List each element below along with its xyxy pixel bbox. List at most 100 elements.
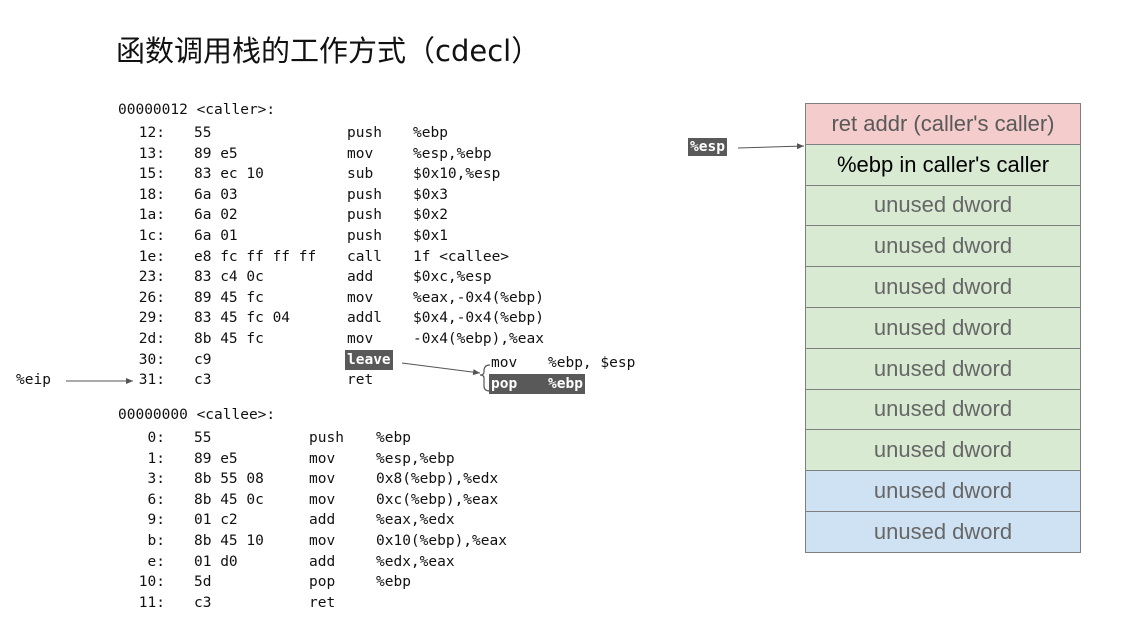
asm-bytes: 5d bbox=[194, 574, 212, 591]
asm-addr: 9: bbox=[147, 512, 165, 529]
asm-addr: 12: bbox=[138, 125, 165, 141]
asm-line: b: 8b 45 10 mov 0x10(%ebp),%eax bbox=[0, 531, 660, 551]
asm-op: mov bbox=[347, 289, 374, 306]
asm-addr: 23: bbox=[138, 269, 165, 286]
asm-op: ret bbox=[347, 372, 374, 389]
asm-line: 31: c3 ret bbox=[0, 370, 660, 390]
asm-op: push bbox=[347, 186, 382, 203]
stack-cell-unused: unused dword bbox=[805, 389, 1081, 431]
leave-expansion-args: %ebp bbox=[548, 376, 583, 392]
asm-addr: 2d: bbox=[138, 331, 165, 347]
asm-bytes: 8b 55 08 bbox=[194, 471, 264, 488]
asm-bytes: 8b 45 10 bbox=[194, 533, 264, 549]
asm-bytes: 55 bbox=[194, 125, 212, 141]
asm-args: %ebp bbox=[376, 574, 411, 591]
asm-args: %esp,%ebp bbox=[413, 145, 492, 162]
asm-op: push bbox=[347, 207, 382, 224]
asm-op: push bbox=[347, 228, 382, 244]
asm-args: $0x10,%esp bbox=[413, 166, 501, 183]
stack-cell-unused: unused dword bbox=[805, 185, 1081, 227]
asm-addr: 13: bbox=[138, 145, 165, 162]
asm-op: mov bbox=[309, 491, 336, 508]
asm-bytes: c3 bbox=[194, 372, 212, 389]
leave-expansion-op: pop bbox=[491, 376, 518, 392]
stack-cell-unused: unused dword bbox=[805, 348, 1081, 390]
asm-bytes: 8b 45 fc bbox=[194, 331, 264, 347]
asm-bytes: 01 d0 bbox=[194, 553, 238, 570]
asm-op: mov bbox=[347, 145, 374, 162]
asm-bytes: 6a 03 bbox=[194, 186, 238, 203]
caller-header: 00000012 <caller>: bbox=[118, 102, 276, 118]
page-title: 函数调用栈的工作方式（cdecl） bbox=[116, 34, 541, 68]
callee-header: 00000000 <callee>: bbox=[118, 407, 276, 423]
asm-bytes: 6a 01 bbox=[194, 228, 238, 244]
asm-args: 0xc(%ebp),%eax bbox=[376, 491, 499, 508]
asm-args: $0x4,-0x4(%ebp) bbox=[413, 310, 544, 327]
asm-line: 9: 01 c2 add %eax,%edx bbox=[0, 510, 660, 530]
asm-op: pop bbox=[309, 574, 336, 591]
stack-cell-unused: unused dword bbox=[805, 267, 1081, 308]
asm-op: push bbox=[347, 125, 382, 141]
asm-addr: b: bbox=[147, 533, 165, 549]
stack-cell-unused: unused dword bbox=[805, 471, 1081, 512]
asm-bytes: 89 e5 bbox=[194, 450, 238, 467]
leave-expansion-op: mov bbox=[491, 355, 518, 371]
asm-args: %ebp bbox=[413, 125, 448, 141]
leave-expansion-line: pop %ebp bbox=[489, 374, 585, 394]
asm-addr: e: bbox=[147, 553, 165, 570]
asm-addr: 29: bbox=[138, 310, 165, 327]
asm-addr: 1e: bbox=[138, 248, 165, 265]
asm-args: $0x1 bbox=[413, 228, 448, 244]
esp-pointer-label: %esp bbox=[688, 138, 727, 156]
stack-cell-saved-ebp: %ebp in caller's caller bbox=[805, 144, 1081, 186]
asm-line: 26: 89 45 fc mov %eax,-0x4(%ebp) bbox=[0, 288, 660, 308]
asm-bytes: c9 bbox=[194, 351, 212, 368]
asm-op: add bbox=[347, 269, 374, 286]
stack-cell-unused: unused dword bbox=[805, 430, 1081, 472]
asm-op: addl bbox=[347, 310, 382, 327]
asm-bytes: 8b 45 0c bbox=[194, 491, 264, 508]
asm-bytes: 89 45 fc bbox=[194, 289, 264, 306]
asm-addr: 26: bbox=[138, 289, 165, 306]
asm-args: %eax,%edx bbox=[376, 512, 455, 529]
asm-addr: 31: bbox=[138, 372, 165, 389]
asm-addr: 1a: bbox=[138, 207, 165, 224]
stack-cell-unused: unused dword bbox=[805, 226, 1081, 268]
asm-op: mov bbox=[309, 471, 336, 488]
asm-args: $0x3 bbox=[413, 186, 448, 203]
asm-args: 0x10(%ebp),%eax bbox=[376, 533, 507, 549]
leave-brace bbox=[479, 364, 491, 392]
asm-args: %esp,%ebp bbox=[376, 450, 455, 467]
leave-expansion-line: mov%ebp, $esp bbox=[491, 353, 635, 373]
asm-line: 18: 6a 03 push $0x3 bbox=[0, 185, 660, 205]
asm-addr: 18: bbox=[138, 186, 165, 203]
stack-cell-ret-addr: ret addr (caller's caller) bbox=[805, 103, 1081, 145]
asm-args: %eax,-0x4(%ebp) bbox=[413, 289, 544, 306]
asm-op: mov bbox=[309, 533, 336, 549]
leave-arrow bbox=[401, 362, 481, 376]
asm-args: %edx,%eax bbox=[376, 553, 455, 570]
asm-addr: 15: bbox=[138, 166, 165, 183]
stack-cell-unused: unused dword bbox=[805, 307, 1081, 349]
stack-cell-unused: unused dword bbox=[805, 511, 1081, 553]
asm-op: add bbox=[309, 512, 336, 529]
asm-addr: 1: bbox=[147, 450, 165, 467]
asm-op: sub bbox=[347, 166, 374, 183]
asm-addr: 0: bbox=[147, 430, 165, 446]
asm-op: ret bbox=[309, 594, 336, 611]
asm-bytes: 01 c2 bbox=[194, 512, 238, 529]
